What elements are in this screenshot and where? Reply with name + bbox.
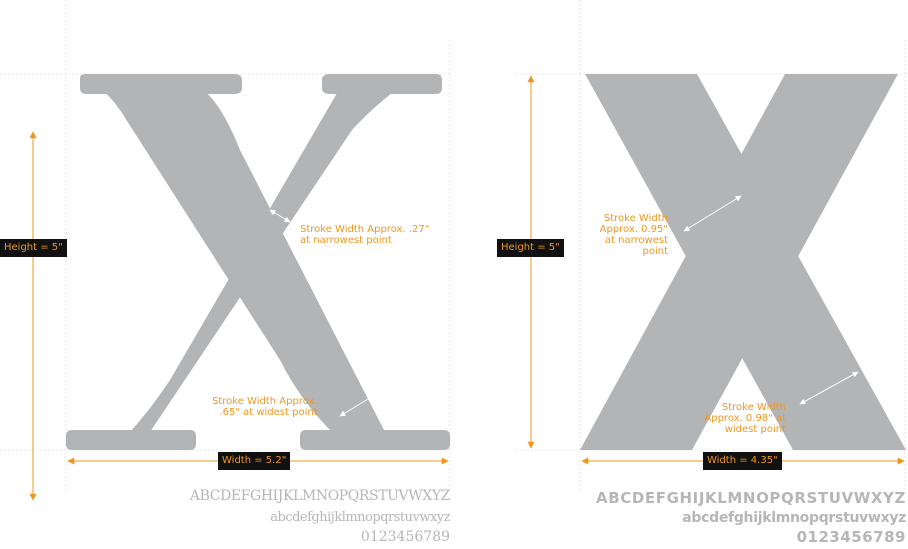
- sans-width-label: Width = 4.35": [703, 452, 782, 470]
- serif-height-label-text: Height = 5": [4, 242, 63, 253]
- serif-wide-stroke-arrow: [339, 392, 379, 417]
- sans-specimen-digits: 0123456789: [796, 528, 906, 546]
- serif-specimen-uppercase: ABCDEFGHIJKLMNOPQRSTUVWXYZ: [189, 488, 450, 504]
- note-line: Stroke Width Approx.: [212, 396, 318, 407]
- note-line: at narrowest: [604, 235, 668, 246]
- note-line: Stroke Width: [603, 213, 668, 224]
- note-line: Stroke Width Approx. .27": [300, 224, 430, 235]
- sans-width-label-text: Width = 4.35": [707, 455, 778, 466]
- serif-width-label: Width = 5.2": [218, 452, 291, 470]
- note-line: Stroke Width: [721, 402, 786, 413]
- sans-height-label-text: Height = 5": [501, 242, 560, 253]
- serif-narrow-stroke-note: Stroke Width Approx. .27" at narrowest p…: [300, 224, 429, 246]
- sans-narrow-stroke-note: Stroke Width Approx. 0.95" at narrowest …: [600, 213, 668, 257]
- sans-x-glyph: [580, 74, 906, 450]
- sans-wide-stroke-arrow: [799, 371, 859, 405]
- serif-specimen-digits: 0123456789: [360, 529, 450, 545]
- serif-wide-stroke-note: Stroke Width Approx. .65" at widest poin…: [212, 396, 318, 418]
- note-line: at narrowest point: [300, 235, 392, 246]
- sans-narrow-stroke-arrow: [683, 195, 742, 232]
- serif-width-label-text: Width = 5.2": [222, 455, 287, 466]
- sans-wide-stroke-note: Stroke Width Approx. 0.98" at widest poi…: [704, 402, 786, 435]
- serif-height-label: Height = 5": [0, 239, 67, 257]
- note-line: .65" at widest point: [219, 407, 318, 418]
- note-line: point: [642, 246, 668, 257]
- note-line: Approx. 0.98" at: [704, 413, 786, 424]
- sans-height-label: Height = 5": [497, 239, 564, 257]
- note-line: Approx. 0.95": [599, 224, 668, 235]
- serif-x-glyph: [66, 74, 450, 450]
- note-line: widest point: [724, 424, 786, 435]
- serif-narrow-stroke-arrow: [269, 209, 291, 223]
- sans-specimen-uppercase: ABCDEFGHIJKLMNOPQRSTUVWXYZ: [595, 489, 906, 507]
- sans-specimen-lowercase: abcdefghijklmnopqrstuvwxyz: [682, 510, 906, 526]
- serif-specimen-lowercase: abcdefghijklmnopqrstuvwxyz: [270, 510, 450, 525]
